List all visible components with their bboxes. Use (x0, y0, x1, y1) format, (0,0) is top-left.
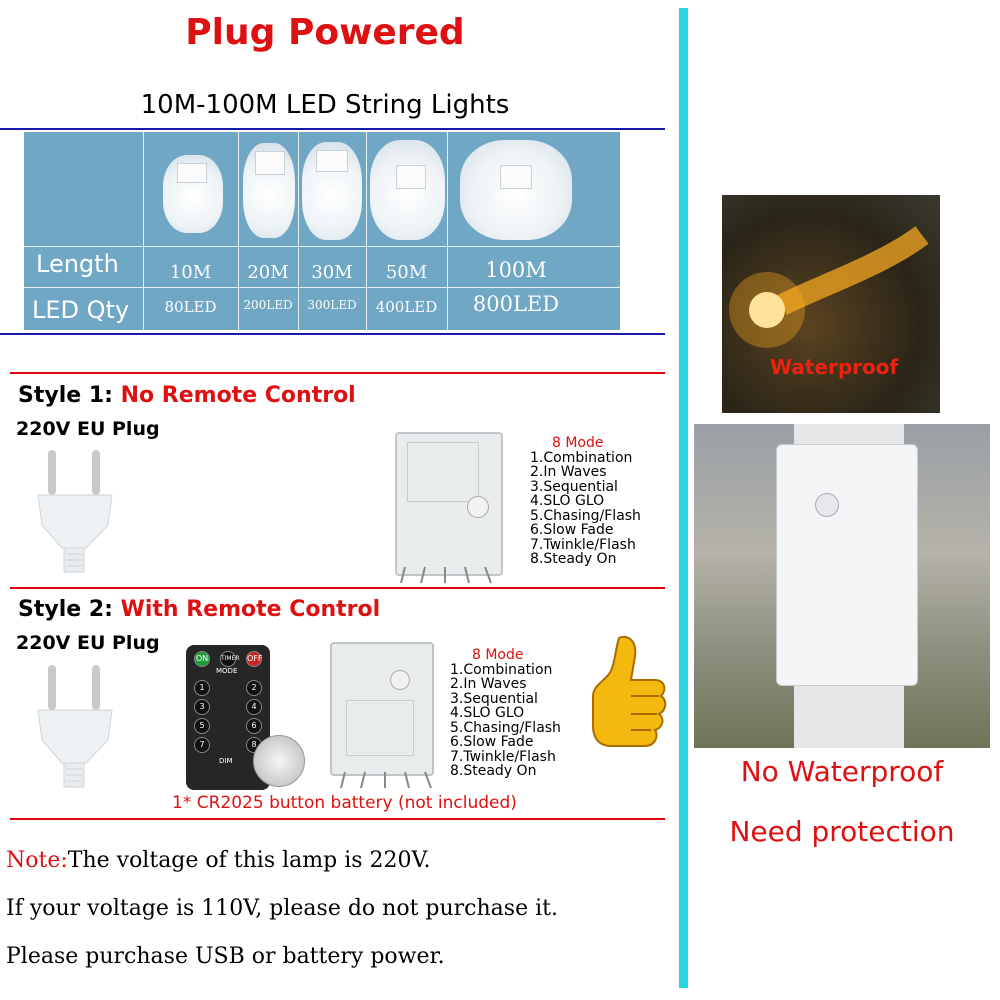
led-bulb-icon (729, 226, 929, 348)
style1-heading: Style 1: No Remote Control (18, 383, 356, 408)
mode-item: 4.SLO GLO (450, 705, 525, 721)
style2-name: With Remote Control (120, 597, 381, 622)
page-title: Plug Powered (185, 12, 465, 53)
note-line-2: If your voltage is 110V, please do not p… (6, 896, 558, 921)
light-bundle-100m (460, 140, 572, 240)
remote-key: 7 (194, 737, 210, 753)
cell-led-qty: 400LED (375, 298, 438, 316)
remote-off-button: OFF (246, 651, 263, 667)
mode-item: 1.Combination (530, 449, 633, 466)
mode-item: 7.Twinkle/Flash (450, 748, 556, 765)
battery-icon (253, 735, 305, 787)
waterproof-photo: Waterproof (722, 195, 940, 413)
mode-item: 4.SLO GLO (530, 493, 605, 509)
light-bundle-50m (370, 140, 445, 240)
controller-button (467, 496, 489, 518)
remote-on-button: ON (194, 651, 210, 667)
note-text: The voltage of this lamp is 220V. (67, 848, 431, 873)
modes-title: 8 Mode (552, 435, 604, 451)
cell-length: 10M (169, 262, 212, 283)
controller-wires (340, 771, 432, 789)
remote-key: 6 (246, 718, 262, 734)
remote-key: 1 (194, 680, 210, 696)
waterproof-label: Waterproof (770, 355, 899, 379)
battery-note: 1* CR2025 button battery (not included) (172, 793, 517, 813)
cell-led-qty: 300LED (307, 298, 357, 312)
mode-item: 6.Slow Fade (530, 522, 614, 538)
style1-name: No Remote Control (120, 383, 356, 408)
mode-item: 2.In Waves (450, 676, 527, 692)
note-prefix: Note: (6, 848, 68, 873)
controller-in-bag (776, 444, 918, 686)
remote-key: 3 (194, 699, 210, 715)
style2-prefix: Style 2: (18, 597, 121, 622)
table-divider (238, 132, 239, 330)
controller-box-remote (330, 642, 434, 776)
cell-led-qty: 200LED (243, 298, 293, 312)
remote-timer-button: TIMER (220, 651, 240, 667)
style2-mode-list: 8 Mode 1.Combination 2.In Waves 3.Sequen… (450, 648, 561, 779)
controller-box (395, 432, 503, 576)
cell-led-qty: 800LED (472, 292, 560, 316)
page-subtitle: 10M-100M LED String Lights (140, 90, 510, 120)
controller-label-plate (346, 700, 414, 756)
cell-length: 30M (311, 262, 353, 283)
light-bundle-30m (302, 142, 362, 240)
mode-item: 8.Steady On (530, 551, 617, 567)
controller-wires (400, 566, 492, 584)
table-top-rule (0, 128, 665, 130)
mode-item: 7.Twinkle/Flash (530, 536, 636, 553)
table-bottom-rule (0, 333, 665, 335)
style1-mode-list: 8 Mode 1.Combination 2.In Waves 3.Sequen… (530, 436, 641, 567)
vertical-divider (679, 8, 688, 988)
note-line-3: Please purchase USB or battery power. (6, 944, 445, 969)
table-divider (143, 132, 144, 330)
style2-plug-label: 220V EU Plug (16, 632, 160, 654)
eu-plug-icon (37, 665, 113, 788)
eu-plug-icon (37, 450, 113, 573)
cell-length: 100M (485, 258, 547, 282)
style1-prefix: Style 1: (18, 383, 121, 408)
controller-label-plate (407, 442, 479, 502)
no-waterproof-caption: No Waterproof (740, 755, 944, 788)
row-label-led-qty: LED Qty (32, 296, 130, 324)
controller-photo (694, 424, 990, 748)
cell-led-qty: 80LED (164, 298, 217, 316)
note-line-1: Note:The voltage of this lamp is 220V. (6, 848, 431, 873)
table-divider (24, 287, 620, 288)
light-bundle-20m (243, 143, 295, 238)
remote-key: 5 (194, 718, 210, 734)
thumbs-up-icon (592, 636, 667, 747)
mode-item: 2.In Waves (530, 464, 607, 480)
remote-mode-label: MODE (216, 667, 238, 675)
style1-plug-label: 220V EU Plug (16, 418, 160, 440)
section-rule (10, 587, 665, 589)
mode-item: 6.Slow Fade (450, 734, 534, 750)
section-rule (10, 372, 665, 374)
remote-dim-label: DIM (219, 757, 233, 765)
table-divider (298, 132, 299, 330)
light-bundle-10m (163, 155, 223, 233)
section-rule (10, 818, 665, 820)
mode-item: 3.Sequential (450, 690, 538, 707)
mode-item: 8.Steady On (450, 763, 537, 779)
cell-length: 50M (385, 262, 428, 283)
table-divider (366, 132, 367, 330)
table-divider (447, 132, 448, 330)
controller-button (815, 493, 839, 517)
modes-title: 8 Mode (472, 647, 524, 663)
controller-button (390, 670, 410, 690)
cell-length: 20M (247, 262, 289, 283)
mode-item: 5.Chasing/Flash (530, 507, 641, 524)
table-divider (24, 246, 620, 247)
remote-key: 2 (246, 680, 262, 696)
style2-heading: Style 2: With Remote Control (18, 597, 380, 622)
remote-key: 4 (246, 699, 262, 715)
mode-item: 1.Combination (450, 661, 553, 678)
mode-item: 3.Sequential (530, 478, 618, 495)
mode-item: 5.Chasing/Flash (450, 719, 561, 736)
need-protection-caption: Need protection (729, 815, 955, 848)
row-label-length: Length (36, 250, 119, 278)
